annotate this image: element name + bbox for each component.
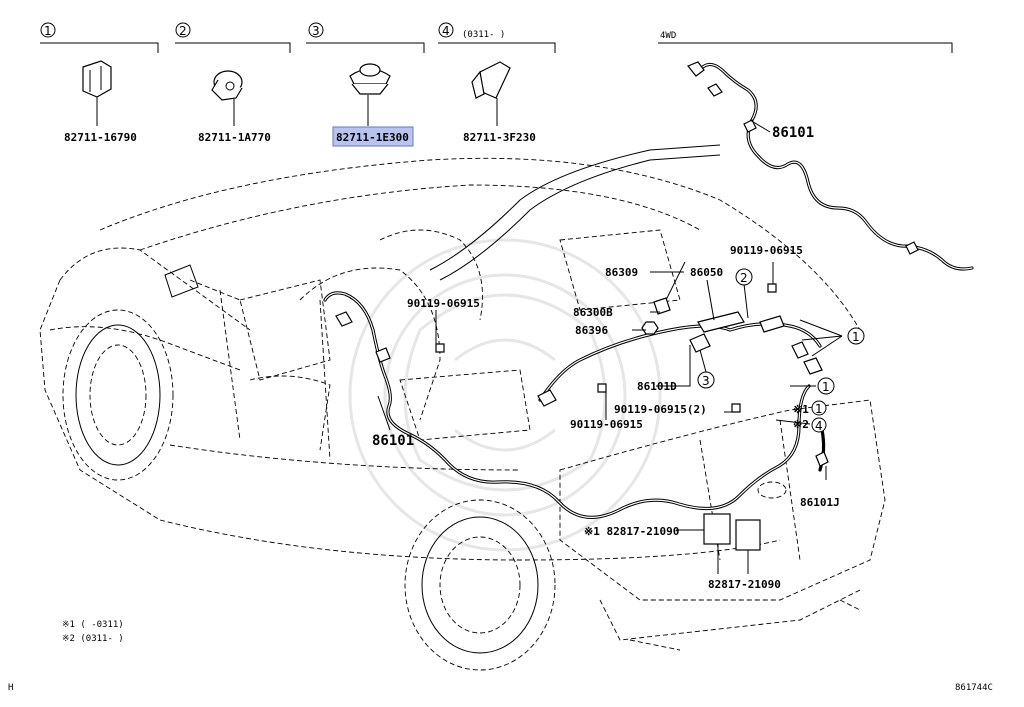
clip-icon [471, 61, 511, 99]
clip-icon [82, 60, 112, 98]
part-number[interactable]: 82711-3F230 [463, 131, 536, 144]
callout-90119-dash[interactable]: 90119-06915 [407, 297, 480, 310]
harness-4wd-icon [687, 61, 974, 271]
part-group-1: 1 82711-16790 [40, 22, 159, 144]
footnote-1: ※1 ( -0311) [62, 620, 124, 630]
callout-86396[interactable]: 86396 [575, 324, 608, 337]
part-group-4wd: 4WD 86101 [658, 31, 974, 271]
circle-ref-1-mid[interactable]: 1 [817, 377, 835, 395]
star2-mark: ※2 [793, 418, 809, 431]
callout-90119-lower[interactable]: 90119-06915 [570, 418, 643, 431]
clip-icon [349, 63, 391, 95]
callout-90119-top-right[interactable]: 90119-06915 [730, 244, 803, 257]
callout-86101j[interactable]: 86101J [800, 496, 840, 509]
group-number: 3 [312, 24, 320, 38]
part-number-selected[interactable]: 82711-1E300 [336, 131, 409, 144]
group-number: 2 [179, 24, 187, 38]
callout-86300b[interactable]: 86300B [573, 306, 613, 319]
callout-86309[interactable]: 86309 [605, 266, 638, 279]
footnote-2: ※2 (0311- ) [62, 634, 124, 644]
callout-82817[interactable]: 82817-21090 [708, 578, 781, 591]
star1-mark: ※1 [793, 403, 809, 416]
highlight-box [332, 126, 414, 147]
callout-90119-2[interactable]: 90119-06915(2) [614, 403, 707, 416]
svg-text:1: 1 [852, 330, 860, 344]
variant-label: 4WD [660, 31, 676, 41]
svg-text:4: 4 [815, 419, 823, 433]
circle-ref-4-star[interactable]: 4 [811, 417, 827, 433]
part-number[interactable]: 82711-1A770 [198, 131, 271, 144]
clip-icon [211, 70, 243, 101]
callout-86101d[interactable]: 86101D [637, 380, 677, 393]
main-harness [323, 261, 829, 551]
callout-86101-main[interactable]: 86101 [372, 433, 414, 449]
svg-text:1: 1 [815, 402, 823, 416]
vehicle-outline [39, 144, 886, 671]
group-number: 1 [44, 24, 52, 38]
part-group-2: 2 82711-1A770 [175, 22, 291, 144]
circle-ref-1-cluster[interactable]: 1 [847, 327, 865, 345]
leader-lines [377, 262, 843, 574]
circle-ref-1-star[interactable]: 1 [811, 400, 827, 416]
part-group-4: 4 (0311- ) 82711-3F230 [438, 22, 556, 144]
callout-86101-4wd[interactable]: 86101 [772, 125, 814, 141]
svg-text:2: 2 [740, 271, 748, 285]
group-number: 4 [442, 24, 450, 38]
svg-text:3: 3 [702, 374, 710, 388]
callout-82817-star1[interactable]: ※1 82817-21090 [584, 525, 679, 538]
circle-ref-3-mid[interactable]: 3 [697, 371, 715, 389]
callout-86050[interactable]: 86050 [690, 266, 723, 279]
date-range: (0311- ) [462, 30, 505, 40]
diagram-code: 861744C [955, 683, 993, 693]
part-group-3: 3 82711-1E300 [306, 22, 425, 147]
part-number[interactable]: 82711-16790 [64, 131, 137, 144]
circle-ref-2-top[interactable]: 2 [735, 268, 753, 286]
watermark [348, 238, 662, 552]
footer-mark: H [8, 683, 13, 693]
svg-text:1: 1 [822, 380, 830, 394]
